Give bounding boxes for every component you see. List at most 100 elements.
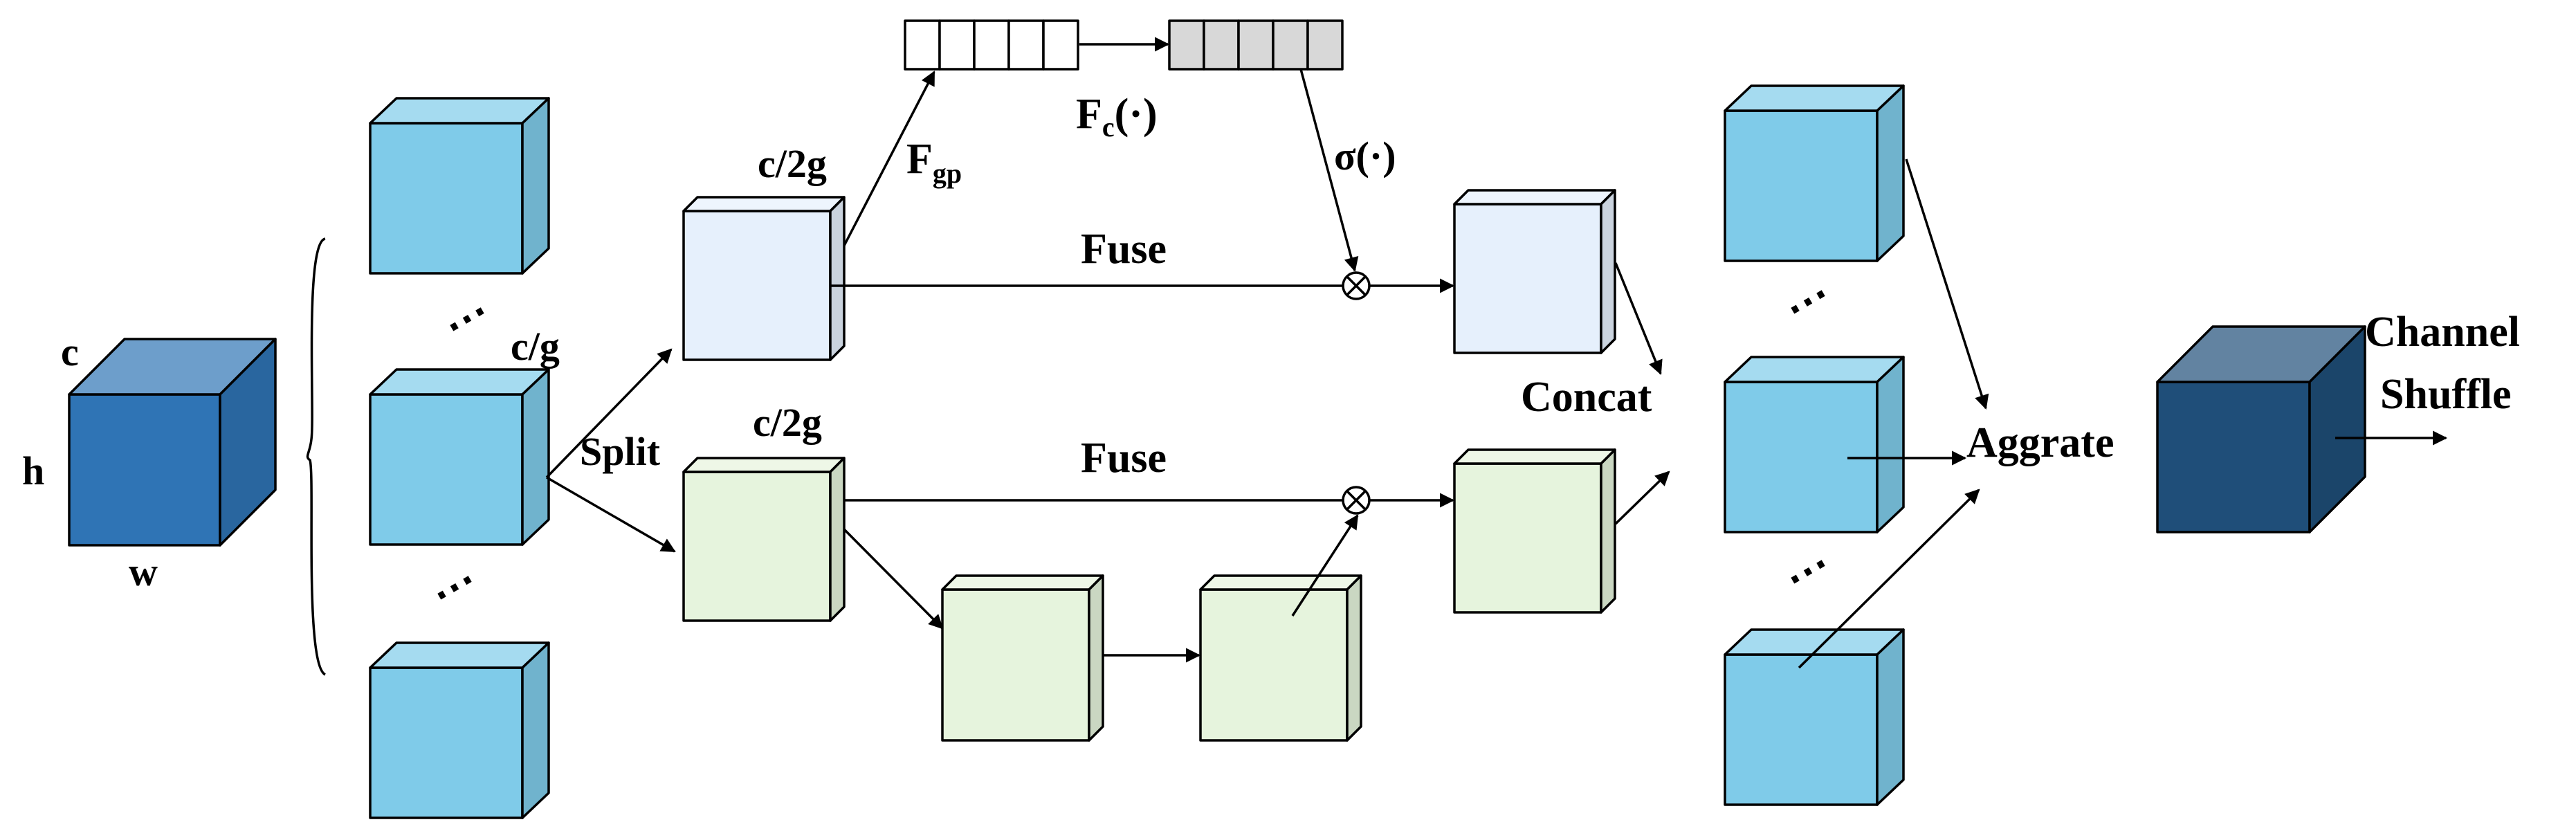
- fused-bottom-cube-top: [1453, 448, 1616, 465]
- bottom-branch-cube-1: [941, 574, 1104, 742]
- group-cube-3-top: [369, 641, 550, 669]
- input-cube-side: [219, 338, 277, 547]
- edge-split-to-top: [545, 348, 673, 479]
- group-cube-2-top: [369, 368, 550, 396]
- edge-fused-top-to-concat: [1614, 262, 1663, 375]
- input-cube-front: [68, 393, 221, 547]
- split-bottom-cube-front: [682, 471, 832, 622]
- group-cube-1: [369, 97, 550, 275]
- label-f-c-suffix: (·): [1115, 91, 1158, 138]
- split-top-cube-side: [829, 196, 846, 361]
- aggregate-cube-2-top: [1724, 356, 1905, 383]
- edge-top-to-gp: [843, 71, 935, 246]
- cubes-layer: [68, 84, 2366, 819]
- label-f-c-main: F: [1076, 91, 1102, 138]
- fused-bottom-cube-side: [1600, 448, 1616, 614]
- bottom-branch-cube-1-front: [941, 588, 1090, 742]
- edge-agg1-to-aggrate: [1905, 158, 1989, 410]
- output-cube: [2156, 325, 2366, 533]
- gp-vector-cell: [938, 19, 976, 71]
- fc-vector: [1168, 19, 1344, 71]
- label-c: c: [61, 329, 79, 374]
- bottom-branch-cube-1-side: [1088, 574, 1104, 742]
- label-sigma: σ(·): [1334, 134, 1396, 179]
- fc-vector-cell: [1168, 19, 1205, 71]
- label-shuffle: Shuffle: [2380, 371, 2511, 418]
- aggregate-cube-2: [1724, 356, 1905, 533]
- gp-vector-cell: [973, 19, 1010, 71]
- fc-vector-cell: [1203, 19, 1240, 71]
- group-cube-3-side: [521, 641, 550, 819]
- edge-split-to-bottom: [546, 476, 676, 553]
- output-cube-side: [2308, 325, 2366, 533]
- ellipsis-groups-upper: ⋯: [435, 286, 498, 350]
- bottom-branch-cube-2-side: [1346, 574, 1362, 742]
- group-cube-3-front: [369, 666, 524, 819]
- label-concat: Concat: [1521, 374, 1652, 421]
- vectors-layer: [904, 19, 1344, 71]
- bottom-branch-cube-2: [1199, 574, 1362, 742]
- split-top-cube-top: [682, 196, 846, 212]
- label-f-gp-main: F: [906, 136, 933, 183]
- fused-bottom-cube: [1453, 448, 1616, 614]
- ellipsis-aggregate-upper: ⋯: [1776, 268, 1839, 333]
- group-cube-1-front: [369, 122, 524, 275]
- group-brace: [306, 237, 327, 676]
- fused-bottom-cube-front: [1453, 462, 1602, 614]
- ellipsis-groups-lower: ⋯: [423, 554, 486, 619]
- label-split: Split: [580, 429, 661, 474]
- fused-top-cube-front: [1453, 203, 1602, 354]
- fused-top-cube: [1453, 189, 1616, 354]
- bottom-branch-cube-1-top: [941, 574, 1104, 591]
- label-c-over-2g-top: c/2g: [758, 141, 827, 186]
- aggregate-cube-1-front: [1724, 109, 1879, 262]
- label-f-gp-sub: gp: [933, 158, 962, 189]
- label-fuse-bottom: Fuse: [1081, 435, 1167, 482]
- ellipsis-aggregate-lower: ⋯: [1776, 538, 1839, 603]
- fc-vector-cell: [1237, 19, 1275, 71]
- label-c-over-2g-bottom: c/2g: [753, 400, 822, 445]
- aggregate-cube-1: [1724, 84, 1905, 262]
- group-cube-3: [369, 641, 550, 819]
- multiply-node-bottom: [1342, 486, 1371, 515]
- multiply-node-top: [1342, 271, 1371, 300]
- gp-vector: [904, 19, 1079, 71]
- label-f-c-sub: c: [1102, 111, 1115, 143]
- split-top-cube-front: [682, 210, 832, 361]
- edge-split-bottom-to-branch: [843, 528, 944, 630]
- group-cube-2-front: [369, 393, 524, 546]
- input-cube: [68, 338, 277, 547]
- split-bottom-cube-top: [682, 457, 846, 473]
- gp-vector-cell: [1042, 19, 1079, 71]
- gp-vector-cell: [1007, 19, 1045, 71]
- fc-vector-cell: [1272, 19, 1309, 71]
- aggregate-cube-3-top: [1724, 628, 1905, 656]
- group-cube-1-side: [521, 97, 550, 275]
- bottom-branch-cube-2-front: [1199, 588, 1349, 742]
- aggregate-cube-3-front: [1724, 653, 1879, 806]
- split-bottom-cube: [682, 457, 846, 622]
- group-cube-1-top: [369, 97, 550, 125]
- bottom-branch-cube-2-top: [1199, 574, 1362, 591]
- edge-agg3-to-aggrate: [1798, 489, 1980, 669]
- aggregate-cube-2-side: [1876, 356, 1905, 533]
- label-channel: Channel: [2365, 309, 2520, 356]
- fc-vector-cell: [1306, 19, 1344, 71]
- label-c-over-g: c/g: [511, 324, 560, 369]
- label-h: h: [22, 448, 44, 493]
- label-f-gp: Fgp: [906, 136, 962, 189]
- gp-vector-cell: [904, 19, 941, 71]
- output-cube-front: [2156, 381, 2311, 533]
- edge-branch2-to-mult: [1291, 514, 1359, 617]
- aggregate-cube-1-side: [1876, 84, 1905, 262]
- aggregate-cube-3: [1724, 628, 1905, 806]
- fused-top-cube-side: [1600, 189, 1616, 354]
- label-f-c: Fc(·): [1076, 91, 1158, 143]
- group-cube-2-side: [521, 368, 550, 546]
- aggregate-cube-1-top: [1724, 84, 1905, 112]
- group-cube-2: [369, 368, 550, 546]
- edges-layer: [545, 37, 2448, 669]
- label-w: w: [129, 549, 158, 594]
- aggregate-cube-3-side: [1876, 628, 1905, 806]
